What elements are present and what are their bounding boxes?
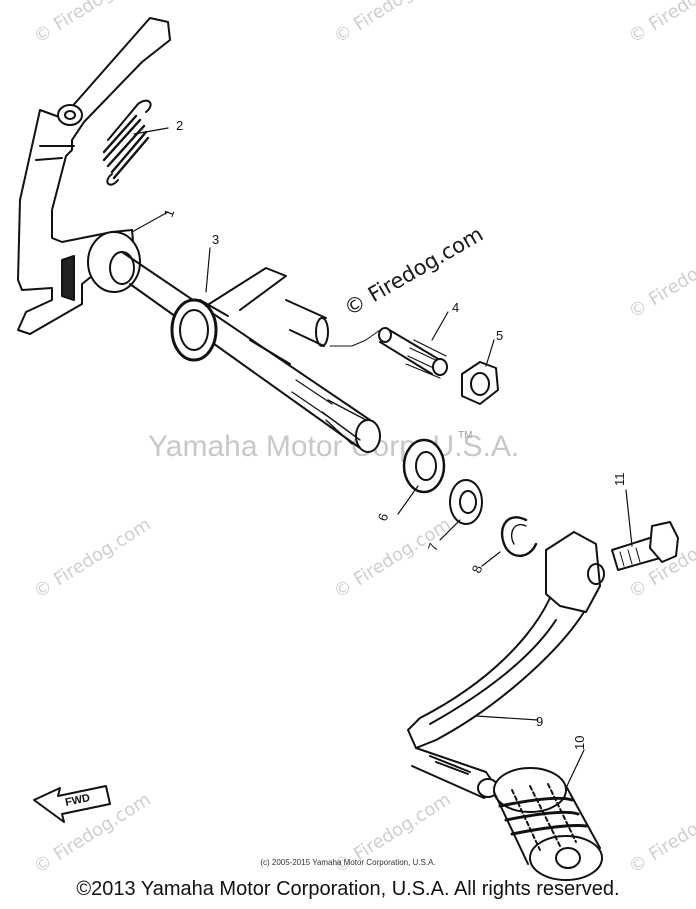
callout-6: 6 — [375, 511, 392, 523]
part-3-shift-shaft — [87, 231, 381, 453]
small-copyright: (c) 2005-2015 Yamaha Motor Corporation, … — [260, 858, 436, 867]
callout-4: 4 — [452, 300, 459, 315]
callout-8: 8 — [469, 563, 486, 575]
callout-11: 11 — [612, 473, 627, 487]
fwd-arrow: FWD — [33, 785, 111, 823]
trademark-mark: TM — [458, 430, 473, 441]
part-4-stud — [329, 327, 448, 379]
callout-1: 1 — [161, 207, 178, 219]
yamaha-watermark: Yamaha Motor Corp. U.S.A. — [148, 430, 520, 463]
part-8-circlip — [500, 516, 538, 557]
callout-10: 10 — [572, 736, 587, 750]
part-7-flat-washer — [449, 479, 483, 525]
callout-3: 3 — [212, 232, 219, 247]
callout-2: 2 — [176, 118, 183, 133]
part-1-shift-arm — [17, 17, 171, 335]
callout-numbers: 1 2 3 4 5 6 7 8 9 10 11 — [161, 118, 627, 750]
callout-5: 5 — [496, 328, 503, 343]
part-6-washer — [402, 438, 446, 494]
part-11-bolt — [611, 521, 679, 571]
fwd-label: FWD — [64, 792, 91, 809]
part-5-nut — [461, 361, 499, 405]
part-9-shift-pedal — [407, 531, 605, 799]
callout-7: 7 — [425, 541, 442, 553]
part-10-pedal-rubber — [493, 767, 603, 881]
footer-copyright: ©2013 Yamaha Motor Corporation, U.S.A. A… — [76, 878, 620, 900]
leader-lines — [131, 127, 633, 789]
part-2-spring — [102, 99, 152, 186]
callout-9: 9 — [536, 714, 543, 729]
